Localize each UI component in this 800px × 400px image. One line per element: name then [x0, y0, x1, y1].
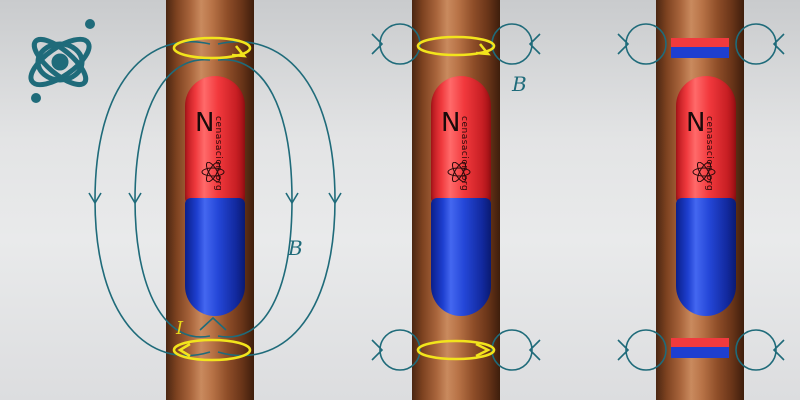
current-loop-bottom [416, 339, 496, 361]
atom-logo-icon [201, 162, 225, 182]
brand-text: cenasacion.org [704, 116, 714, 192]
field-direction-arrow [328, 192, 342, 205]
current-loop-top [172, 36, 252, 60]
equivalent-magnet-top [671, 38, 729, 58]
atom-logo-icon [28, 19, 95, 103]
field-whisker [371, 33, 384, 55]
field-loop [379, 23, 421, 65]
field-whisker [772, 33, 785, 55]
field-lines-left [88, 40, 342, 357]
field-loop [491, 329, 533, 371]
current-loops-left [172, 36, 252, 362]
field-loop [735, 23, 777, 65]
south-cap [676, 198, 736, 316]
field-line-inner [217, 58, 293, 338]
field-direction-arrow [128, 192, 142, 205]
current-arrow [475, 342, 491, 358]
current-loops-middle [416, 35, 496, 361]
field-label-left: B [288, 236, 303, 260]
pole-letter: N [441, 108, 461, 138]
field-label-middle: B [512, 72, 527, 96]
atom-logo-icon [447, 162, 471, 182]
field-whisker [528, 339, 541, 361]
field-whisker [617, 33, 630, 55]
current-arrow [231, 45, 247, 58]
field-loop [735, 329, 777, 371]
equivalent-south [671, 47, 729, 58]
magnet-left: N cenasacion.org [185, 76, 245, 316]
magnet-middle: N cenasacion.org [431, 76, 491, 316]
field-loop [379, 329, 421, 371]
current-loop-bottom [172, 338, 252, 362]
north-cap: N cenasacion.org [185, 76, 245, 204]
south-cap [185, 198, 245, 316]
field-lines-right [617, 23, 785, 371]
field-loop [491, 23, 533, 65]
equivalent-magnet-bottom [671, 338, 729, 358]
field-line-inner [134, 58, 211, 338]
brand-text: cenasacion.org [459, 116, 469, 192]
field-whisker [772, 339, 785, 361]
field-loop [625, 329, 667, 371]
field-line-outer [94, 40, 211, 357]
north-cap: N cenasacion.org [431, 76, 491, 204]
current-label-left: I [176, 318, 184, 339]
current-arrow [177, 342, 191, 358]
field-whisker [371, 339, 384, 361]
equivalent-north [671, 338, 729, 347]
field-whisker [617, 339, 630, 361]
field-line-outer [217, 40, 336, 357]
equivalent-north [671, 38, 729, 47]
field-convergence [199, 316, 227, 331]
magnet-right: N cenasacion.org [676, 76, 736, 316]
atom-logo-icon [692, 162, 716, 182]
field-whisker [528, 33, 541, 55]
current-loop-top [416, 35, 496, 57]
field-direction-arrow [285, 192, 299, 205]
pole-letter: N [686, 108, 706, 138]
north-cap: N cenasacion.org [676, 76, 736, 204]
south-cap [431, 198, 491, 316]
equivalent-south [671, 347, 729, 358]
current-arrow [475, 43, 491, 56]
pole-letter: N [195, 108, 215, 138]
brand-text: cenasacion.org [213, 116, 223, 192]
field-direction-arrow [88, 192, 102, 205]
field-loop [625, 23, 667, 65]
